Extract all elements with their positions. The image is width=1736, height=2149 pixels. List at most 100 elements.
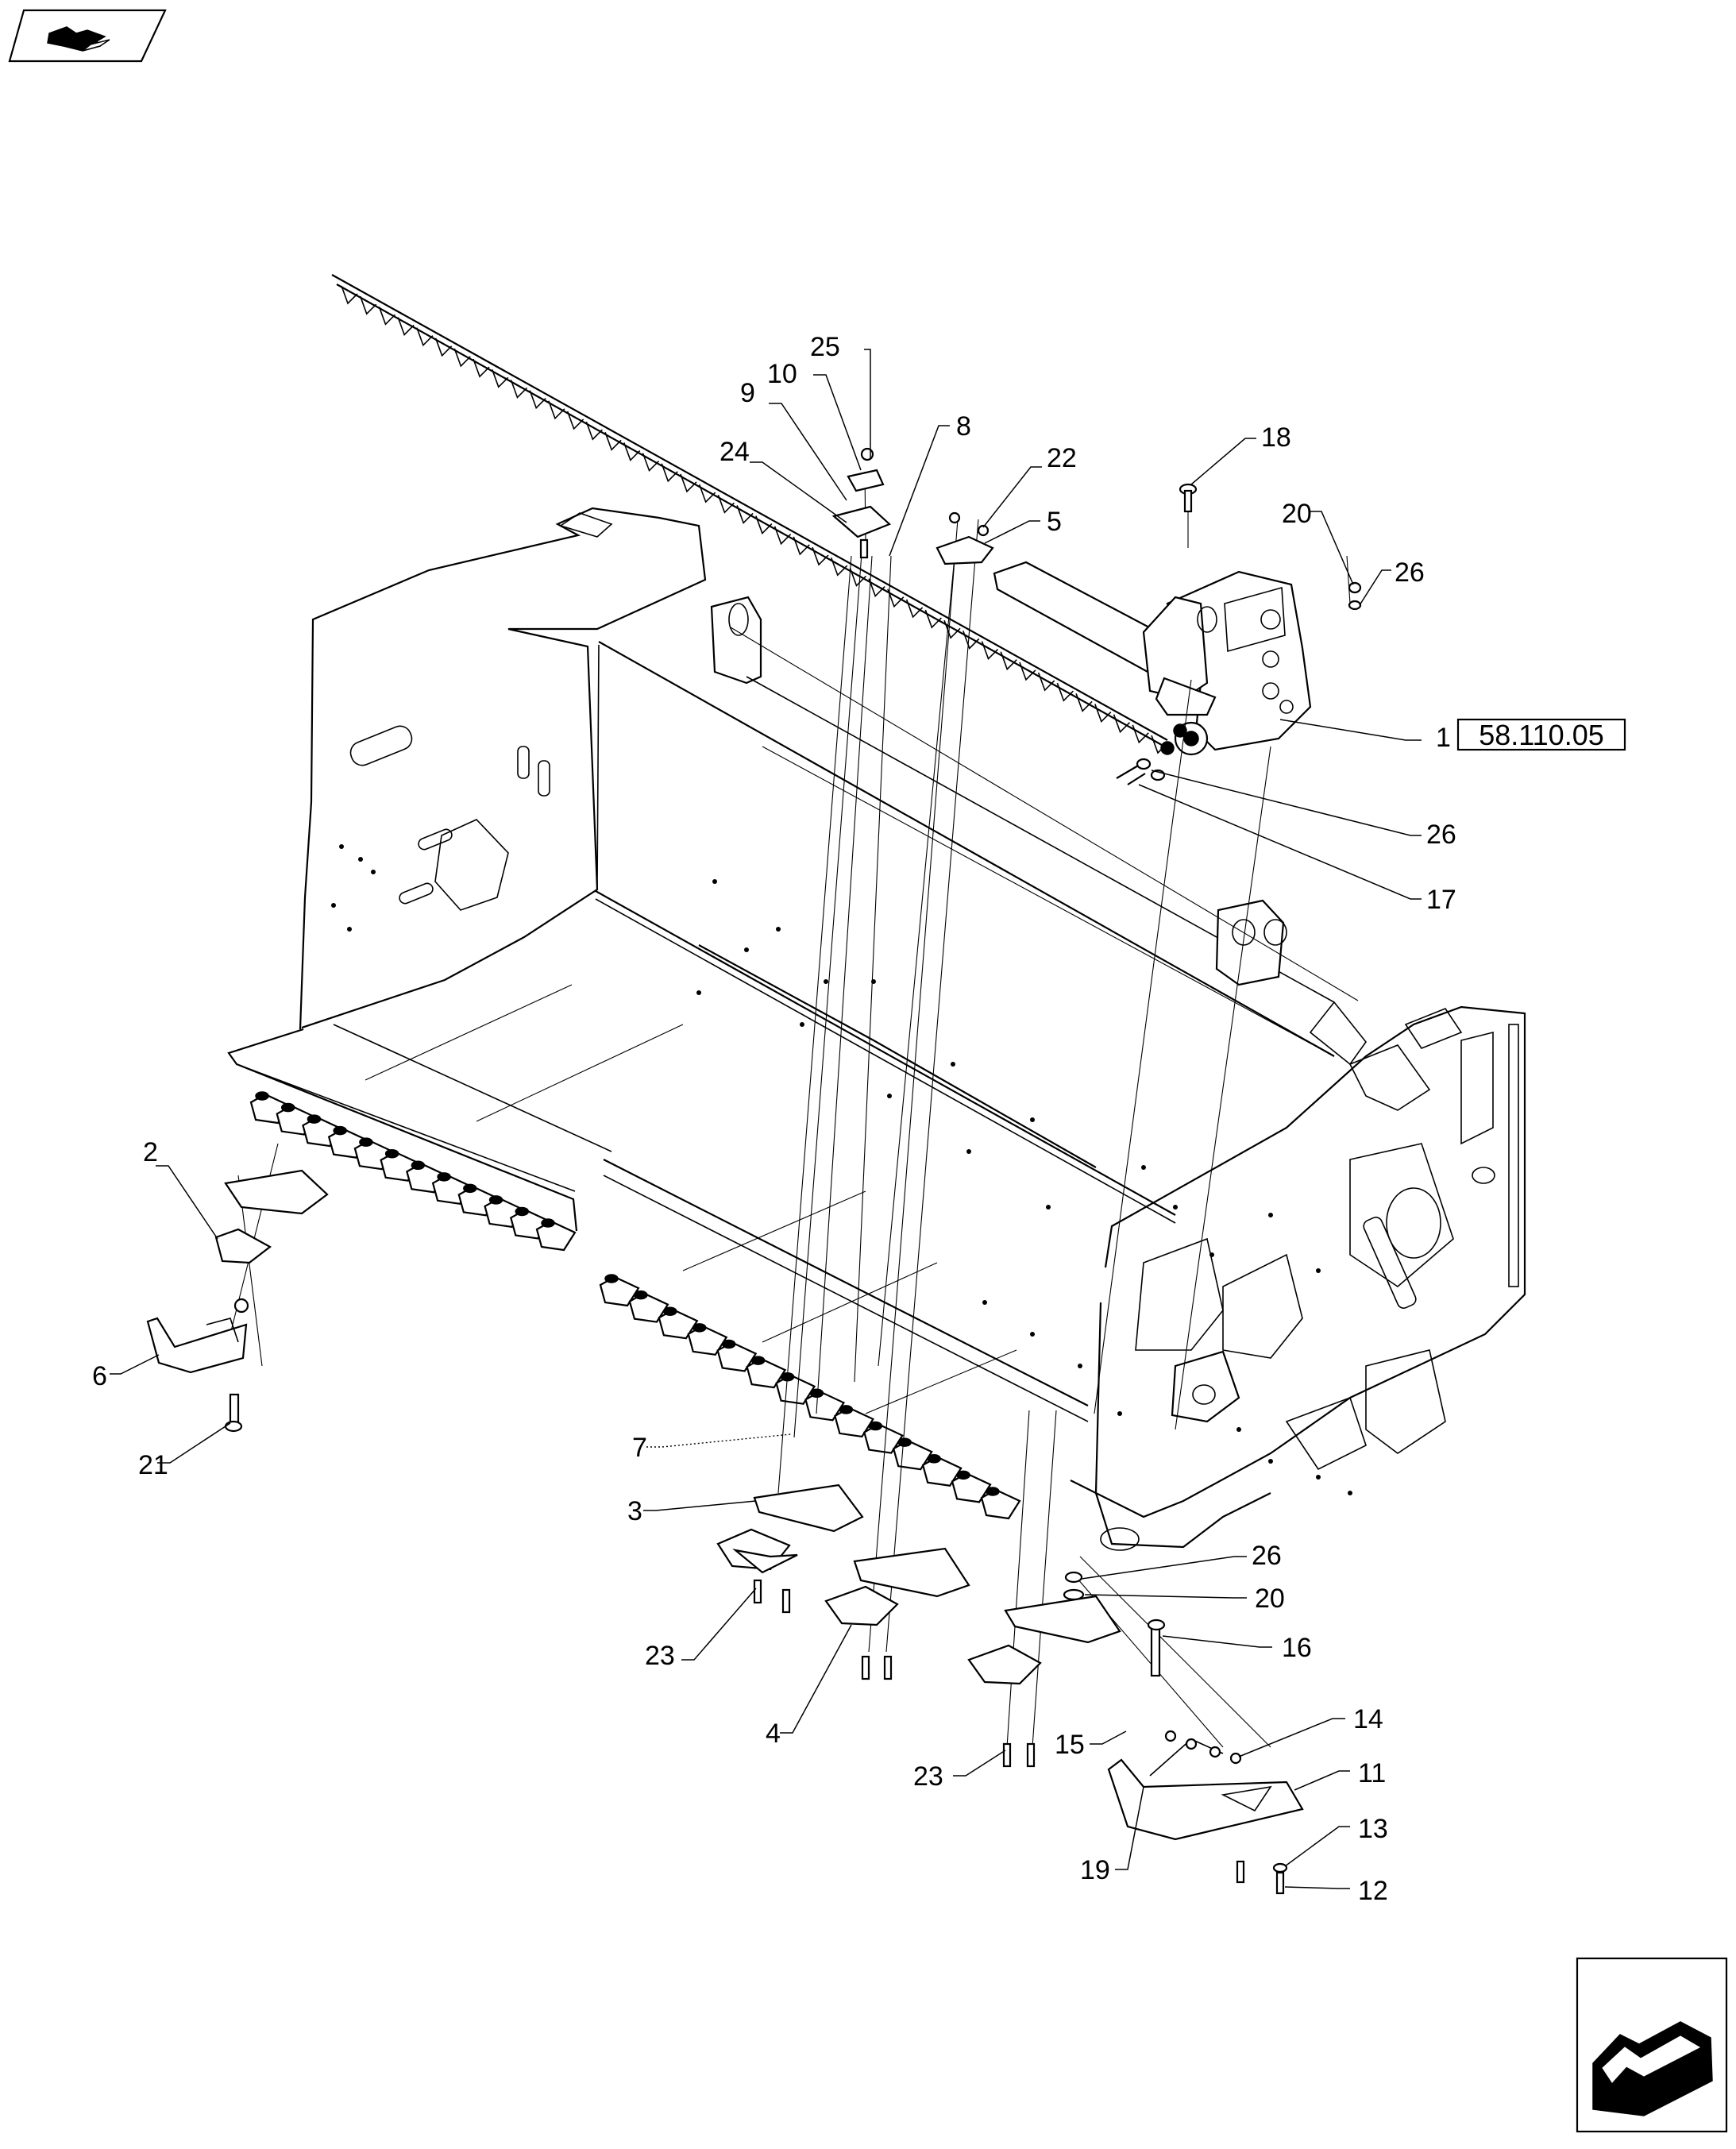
knife-section [830,557,848,577]
knife-section [661,463,678,483]
knife-section [623,442,641,461]
guard-bolt [541,1218,555,1228]
rivet [1078,1364,1082,1368]
rivet [744,947,749,952]
knife-section [548,400,565,420]
knife-section [963,631,980,650]
header-frame [227,507,1526,1551]
knife-section [1132,724,1149,744]
knife-section [416,327,434,347]
knife-section [510,380,528,399]
rivet [800,1022,804,1027]
guard-bolt [515,1206,530,1217]
rivet [1348,1491,1352,1495]
knife-section [943,619,961,639]
callout-14: 14 [1353,1704,1383,1734]
knife-section [924,609,942,629]
callout-11: 11 [1358,1758,1386,1788]
rivet [951,1062,955,1067]
knife-section [812,546,829,566]
knife-section [434,338,453,357]
knife-section [1094,704,1112,723]
knife-section [585,421,603,441]
rivet [1316,1268,1321,1273]
knife-section [698,484,716,503]
rivet [339,844,344,849]
callout-12: 12 [1358,1876,1388,1906]
rivet [1268,1459,1273,1464]
knife-section [397,317,415,336]
guard-bolt [280,1102,295,1113]
guard-bolt [956,1470,970,1480]
knife-section [378,307,396,326]
callout-22: 22 [1047,443,1077,473]
guard-bolt [839,1405,854,1414]
callout-21: 21 [138,1450,168,1480]
guard-bolt [604,1274,619,1283]
knife-section [1075,693,1093,712]
rivet [1141,1165,1146,1170]
rivet [696,990,701,995]
rivet [712,879,717,884]
rivet [358,857,363,862]
guard-bolt [663,1306,677,1316]
knife-bar [331,274,1168,754]
rivet [1209,1252,1214,1257]
callout-10: 10 [767,359,797,389]
guard-bolt [463,1183,477,1194]
knife-section [453,348,471,368]
guard-bolt [333,1125,347,1136]
rivet [982,1300,987,1305]
knife-section [359,295,377,315]
rivet [371,870,376,874]
callout-7: 7 [632,1433,647,1463]
knife-section [473,358,490,378]
rivet [776,927,781,932]
callout-15: 15 [1055,1730,1085,1760]
guard-bolt [750,1356,766,1365]
callout-25: 25 [810,332,840,362]
knife-section [887,588,905,608]
callout-3: 3 [627,1496,642,1526]
knife-section [1113,714,1131,734]
guard-bolt [692,1323,707,1333]
rivet [1117,1411,1122,1416]
reference-box[interactable]: 58.110.05 [1456,718,1626,751]
knife-section [492,369,509,388]
callout-5: 5 [1047,507,1062,537]
knife-section [680,473,697,493]
callout-18: 18 [1261,422,1291,453]
guard-bolt [927,1454,941,1464]
callout-20-top: 20 [1282,499,1312,529]
knife-section [868,578,885,598]
knife-section [1056,682,1074,702]
guard-bolt [359,1137,373,1147]
exploded-hardware [146,447,1362,1895]
guard-bolt [437,1172,451,1182]
knife-section [773,526,792,546]
guard-bolt [897,1437,912,1447]
knife-section [793,536,810,556]
rivet [824,979,828,984]
callout-4: 4 [766,1719,781,1749]
callout-1: 1 [1436,723,1451,753]
rivet [1173,1205,1178,1210]
rivet [966,1149,971,1154]
guard-row-left [249,1091,577,1252]
knife-section [1000,651,1017,671]
callout-labels: 1 2 3 4 5 6 7 8 9 10 11 12 13 14 15 16 1… [92,332,1456,1906]
guard-bolt [488,1195,503,1205]
section-navigation-icon[interactable] [8,9,167,63]
knife-section [717,494,735,514]
callout-26-middle: 26 [1426,820,1456,850]
knife-section [905,599,924,619]
guard-bolt [384,1148,399,1159]
callout-26-top: 26 [1395,558,1425,588]
knife-section [849,568,867,587]
previous-page-arrow-icon[interactable] [1576,1957,1728,2133]
callout-17: 17 [1426,885,1456,915]
rivet [1316,1475,1321,1480]
guard-bolt [255,1091,269,1101]
callout-26-bottom: 26 [1252,1541,1282,1571]
